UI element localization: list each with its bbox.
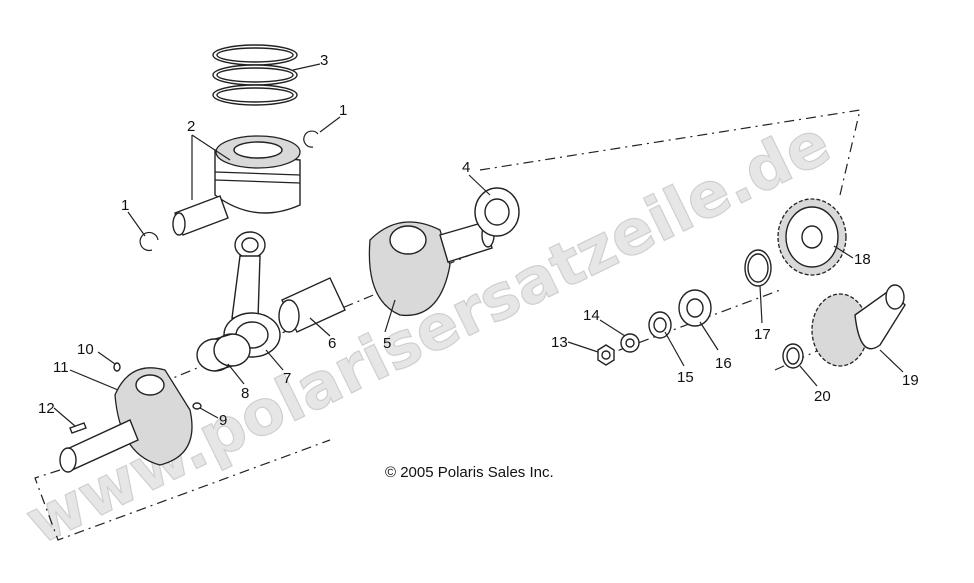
crank-pin (278, 277, 346, 333)
small-pin-9 (192, 402, 202, 410)
circlip-right (303, 130, 319, 148)
gear-15 (648, 311, 672, 339)
callout-13: 13 (551, 334, 568, 351)
callout-15: 15 (677, 369, 694, 386)
callout-7: 7 (283, 370, 291, 387)
piston-rings (212, 44, 298, 106)
nut-13 (597, 344, 615, 366)
washer-14 (620, 333, 640, 353)
leader-lines (53, 63, 904, 427)
callout-12: 12 (38, 400, 55, 417)
callout-16: 16 (715, 355, 732, 372)
needle-bearing (196, 333, 251, 372)
ball-bearing (474, 187, 520, 237)
balance-shaft-19 (811, 284, 906, 367)
gear-16 (678, 289, 712, 327)
callout-6: 6 (328, 335, 336, 352)
callout-3: 3 (320, 52, 328, 69)
callout-9: 9 (219, 412, 227, 429)
callout-14: 14 (583, 307, 600, 324)
callout-8: 8 (241, 385, 249, 402)
piston-pin (172, 195, 229, 236)
callout-5: 5 (383, 335, 391, 352)
callout-labels: 1 3 2 1 4 5 6 7 8 9 10 11 12 13 14 15 16… (38, 52, 919, 429)
circlip-left (139, 231, 159, 252)
callout-18: 18 (854, 251, 871, 268)
callout-4: 4 (462, 159, 470, 176)
callout-17: 17 (754, 326, 771, 343)
copyright-text: © 2005 Polaris Sales Inc. (385, 464, 554, 481)
piston (214, 135, 301, 214)
callout-20: 20 (814, 388, 831, 405)
callout-10: 10 (77, 341, 94, 358)
watermark: www.polarisersatzeile.de (14, 105, 842, 559)
crankshaft-left-half (59, 367, 193, 473)
gear-18 (777, 198, 847, 276)
small-pin-10 (113, 362, 121, 372)
washer-20 (782, 343, 804, 369)
snap-ring-17 (744, 249, 772, 287)
callout-1-right: 1 (339, 102, 347, 119)
callout-19: 19 (902, 372, 919, 389)
callout-2: 2 (187, 118, 195, 135)
key-12 (69, 422, 87, 434)
callout-11: 11 (53, 359, 69, 376)
callout-1-left: 1 (121, 197, 129, 214)
watermark-text: www.polarisersatzeile.de (15, 105, 841, 558)
